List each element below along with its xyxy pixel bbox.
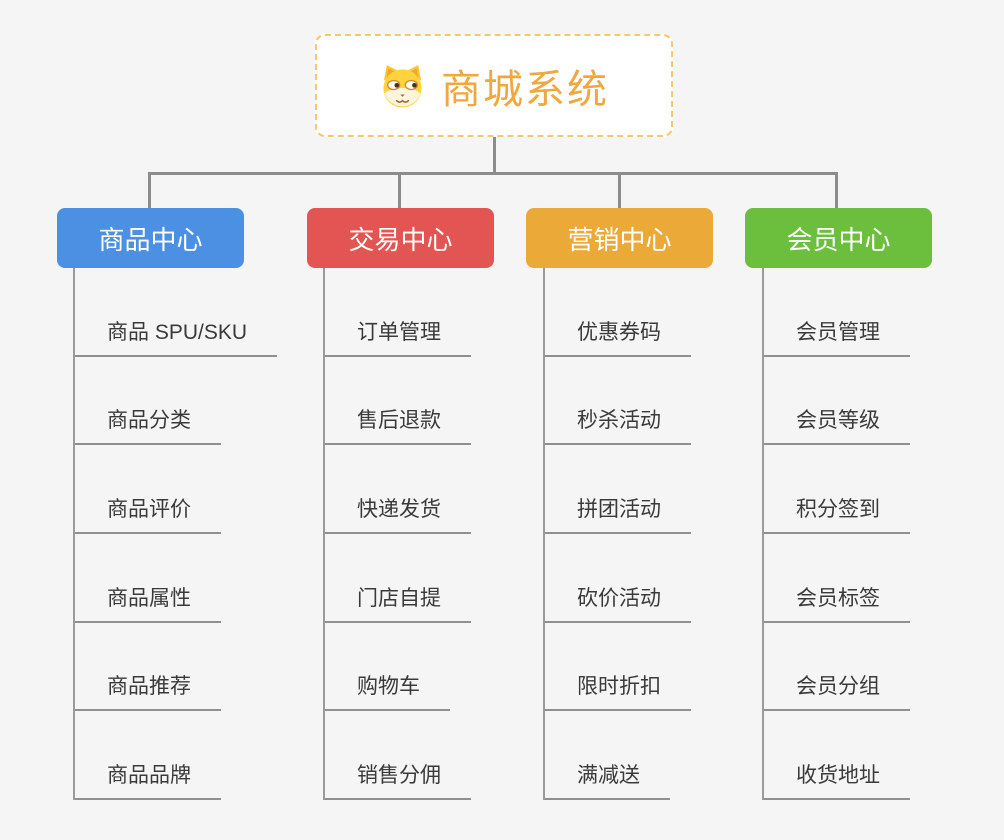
leaf-node[interactable]: 商品评价 xyxy=(73,493,221,535)
leaf-node[interactable]: 拼团活动 xyxy=(543,493,691,535)
root-node[interactable]: 商城系统 xyxy=(315,34,673,137)
leaf-node[interactable]: 购物车 xyxy=(323,670,450,712)
connector-drop-1 xyxy=(148,172,151,208)
leaf-node[interactable]: 商品品牌 xyxy=(73,759,221,801)
branch-vline xyxy=(543,268,545,800)
leaf-node[interactable]: 销售分佣 xyxy=(323,759,471,801)
branch-node-product-center[interactable]: 商品中心 xyxy=(57,208,244,268)
connector-drop-2 xyxy=(398,172,401,208)
branch-node-trade-center[interactable]: 交易中心 xyxy=(307,208,494,268)
leaf-node[interactable]: 满减送 xyxy=(543,759,670,801)
branch-vline xyxy=(73,268,75,800)
leaf-node[interactable]: 秒杀活动 xyxy=(543,404,691,446)
leaf-node[interactable]: 会员分组 xyxy=(762,670,910,712)
dog-face-icon xyxy=(383,64,422,108)
connector-horizontal xyxy=(148,172,838,175)
leaf-node[interactable]: 订单管理 xyxy=(323,316,471,357)
root-title: 商城系统 xyxy=(441,67,609,112)
leaf-node[interactable]: 积分签到 xyxy=(762,493,910,535)
leaf-node[interactable]: 商品属性 xyxy=(73,582,221,623)
leaf-node[interactable]: 门店自提 xyxy=(323,582,471,623)
leaf-node[interactable]: 收货地址 xyxy=(762,759,910,801)
connector-drop-4 xyxy=(835,172,838,208)
leaf-node[interactable]: 售后退款 xyxy=(323,404,471,446)
leaf-node[interactable]: 优惠券码 xyxy=(543,316,691,357)
leaf-node[interactable]: 商品 SPU/SKU xyxy=(73,316,278,357)
leaf-node[interactable]: 会员等级 xyxy=(762,404,910,446)
branch-column-marketing: 优惠券码 秒杀活动 拼团活动 砍价活动 限时折扣 满减送 xyxy=(543,268,691,801)
connector-root-stub xyxy=(493,137,496,175)
leaf-node[interactable]: 商品推荐 xyxy=(73,670,221,712)
leaf-node[interactable]: 砍价活动 xyxy=(543,582,691,623)
branch-vline xyxy=(323,268,325,800)
branch-node-marketing-center[interactable]: 营销中心 xyxy=(526,208,713,268)
branch-vline xyxy=(762,268,764,800)
leaf-node[interactable]: 限时折扣 xyxy=(543,670,691,712)
leaf-node[interactable]: 会员管理 xyxy=(762,316,910,357)
branch-node-member-center[interactable]: 会员中心 xyxy=(745,208,932,268)
branch-column-product: 商品 SPU/SKU 商品分类 商品评价 商品属性 商品推荐 商品品牌 xyxy=(73,268,278,801)
leaf-node[interactable]: 会员标签 xyxy=(762,582,910,623)
leaf-node[interactable]: 商品分类 xyxy=(73,404,221,446)
branch-column-trade: 订单管理 售后退款 快递发货 门店自提 购物车 销售分佣 xyxy=(323,268,471,801)
connector-drop-3 xyxy=(618,172,621,208)
branch-column-member: 会员管理 会员等级 积分签到 会员标签 会员分组 收货地址 xyxy=(762,268,910,801)
leaf-node[interactable]: 快递发货 xyxy=(323,493,471,535)
